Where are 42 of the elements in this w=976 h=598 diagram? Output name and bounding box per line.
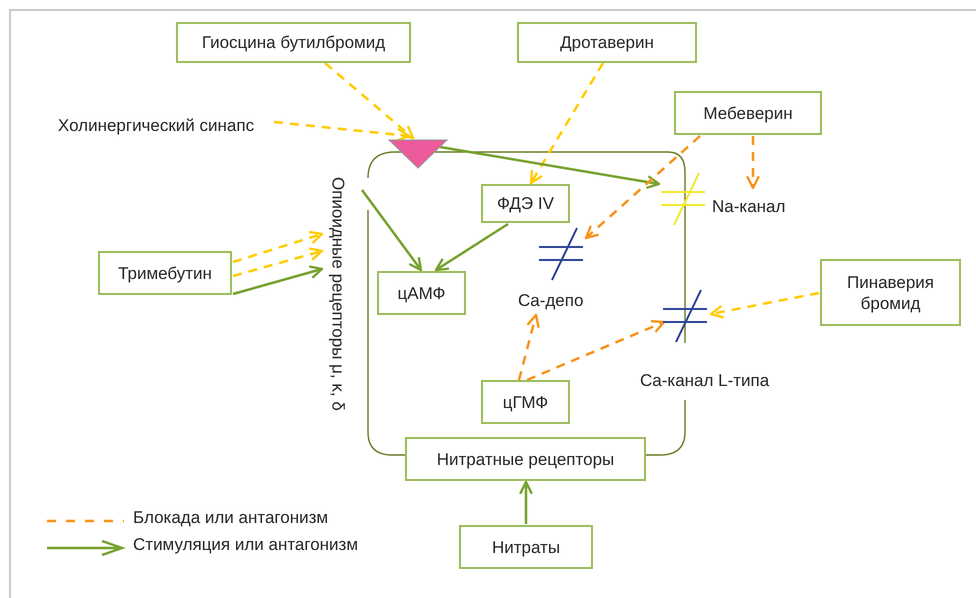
vertical-label: Опиоидные рецепторы μ, κ, δ xyxy=(328,177,348,411)
node-text: Пинаверия бромид xyxy=(846,272,935,314)
arrow xyxy=(584,135,701,240)
label-box xyxy=(481,184,570,223)
arrow xyxy=(232,247,324,278)
node-label: Холинергический синапс xyxy=(58,114,254,136)
arrow xyxy=(519,480,533,524)
label-box xyxy=(481,380,570,424)
label-box xyxy=(377,271,466,315)
node-text: ФДЭ IV xyxy=(497,193,554,214)
channel-label: Na-канал xyxy=(712,196,786,217)
arrow xyxy=(232,230,324,264)
channel-label: Ca-депо xyxy=(518,290,584,311)
node-text: цГМФ xyxy=(502,392,548,412)
node-text: Нитратные рецепторы xyxy=(436,448,614,470)
arrow xyxy=(324,62,414,140)
node-text: Мебеверин xyxy=(703,102,793,124)
label-box xyxy=(674,91,822,135)
node-text: Гиосцина бутилбромид xyxy=(202,32,386,53)
channel-label: Ca-канал L-типа xyxy=(640,370,770,391)
node-text: Дротаверин xyxy=(560,32,654,53)
label-box xyxy=(517,22,697,63)
arrow xyxy=(710,292,820,319)
arrow xyxy=(434,222,509,272)
arrow xyxy=(526,320,666,382)
label-box xyxy=(98,251,232,295)
node-text: цАМФ xyxy=(398,282,446,304)
legend-text: Блокада или антагонизм xyxy=(133,508,328,528)
legend-text: Стимуляция или антагонизм xyxy=(133,535,358,555)
arrow xyxy=(274,120,410,142)
label-box xyxy=(176,22,411,63)
node-text: Нитраты xyxy=(492,536,560,558)
arrow xyxy=(232,265,324,296)
arrow xyxy=(361,189,422,272)
node-text: Тримебутин xyxy=(118,262,212,284)
label-box xyxy=(405,437,646,481)
label-box xyxy=(820,259,961,326)
arrow xyxy=(746,136,760,190)
arrow xyxy=(530,62,604,184)
arrow xyxy=(518,314,540,380)
arrow xyxy=(440,146,660,189)
label-box xyxy=(459,525,593,569)
